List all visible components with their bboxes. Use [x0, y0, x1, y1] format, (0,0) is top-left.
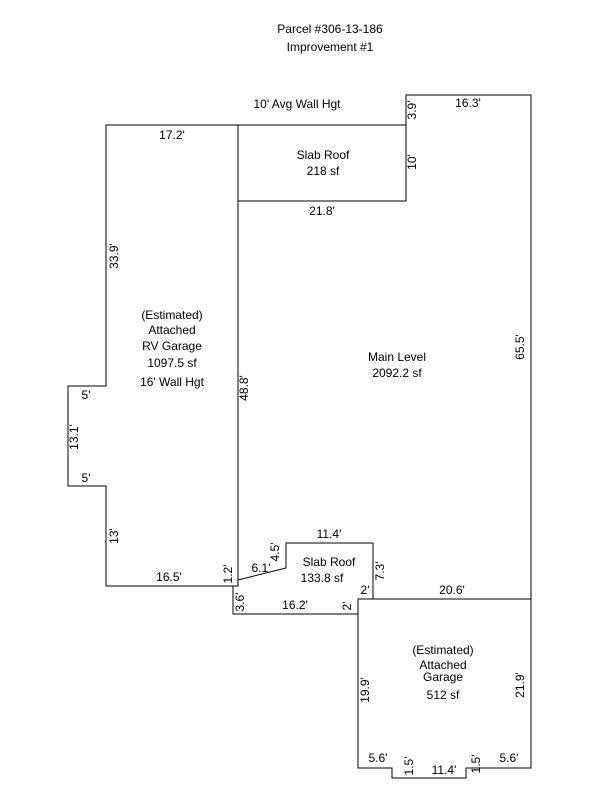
main-level-name: Main Level: [368, 350, 426, 364]
dim-rv-bump-top: 5': [82, 388, 91, 402]
rv-garage-line1: (Estimated): [141, 308, 202, 322]
dim-step-up: 3.9': [405, 101, 419, 120]
dim-rv-bottom: 16.5': [156, 570, 182, 584]
dim-wall-left: 48.8': [237, 375, 251, 401]
dim-garage-jog-left: 1.5': [402, 757, 416, 776]
dim-main-top: 16.3': [455, 96, 481, 110]
dim-rv-left-lower: 13': [107, 528, 121, 544]
dim-garage-bottom-left: 5.6': [369, 751, 388, 765]
dim-main-right: 65.5': [513, 334, 527, 360]
dim-rv-bump-side: 13.1': [67, 424, 81, 450]
slab-roof-small-name: Slab Roof: [303, 555, 356, 569]
dim-rv-left-upper: 33.9': [107, 243, 121, 269]
dim-rv-top: 17.2': [159, 128, 185, 142]
rv-garage-line2: Attached: [148, 323, 195, 337]
dim-garage-right: 21.9': [513, 672, 527, 698]
rv-garage-area: 1097.5 sf: [147, 356, 197, 370]
garage-line1: (Estimated): [412, 643, 473, 657]
dim-garage-bottom-mid: 11.4': [432, 763, 457, 777]
wall-height-note: 10' Avg Wall Hgt: [254, 97, 342, 111]
parcel-number: Parcel #306-13-186: [277, 22, 383, 36]
dim-garage-top: 20.6': [439, 583, 465, 597]
dim-garage-left: 19.9': [358, 677, 372, 703]
rv-garage-outline: [67, 124, 238, 587]
rv-garage-line3: RV Garage: [142, 339, 202, 353]
garage-area: 512 sf: [427, 688, 460, 702]
dim-notch-top: 11.4': [317, 527, 342, 541]
slab-roof-small-area: 133.8 sf: [301, 571, 344, 585]
dim-notch-bottom-stub: 2': [361, 583, 370, 597]
dim-lower-right-stub: 2': [340, 602, 354, 611]
slab-roof-top-outline: [238, 124, 407, 202]
main-level-area: 2092.2 sf: [372, 366, 422, 380]
dim-rv-right-stub: 1.2': [221, 565, 235, 584]
dim-notch-step: 6.1': [252, 561, 271, 575]
garage-line3: Garage: [423, 670, 463, 684]
dim-notch-right: 7.3': [373, 562, 387, 581]
garage-line2: Attached: [419, 658, 466, 672]
dim-garage-jog-right: 1.5': [469, 755, 483, 774]
dim-slab-bottom: 21.8': [309, 204, 335, 218]
garage-outline: [357, 599, 532, 779]
slab-roof-top-name: Slab Roof: [297, 148, 350, 162]
slab-roof-top-area: 218 sf: [307, 164, 340, 178]
building-outlines: [67, 94, 532, 779]
dim-slab-right: 10': [405, 154, 419, 170]
improvement-label: Improvement #1: [287, 40, 374, 54]
slab-roof-small-outline: [232, 580, 373, 615]
main-level-outline: [237, 94, 532, 600]
rv-garage-wall-note: 16' Wall Hgt: [140, 375, 205, 389]
dim-notch-left: 4.5': [268, 543, 282, 562]
dim-lower-left-stub: 3.6': [233, 593, 247, 612]
dim-rv-bump-bottom: 5': [82, 471, 91, 485]
dim-lower-bottom: 16.2': [282, 598, 308, 612]
dim-garage-bottom-right: 5.6': [500, 751, 519, 765]
